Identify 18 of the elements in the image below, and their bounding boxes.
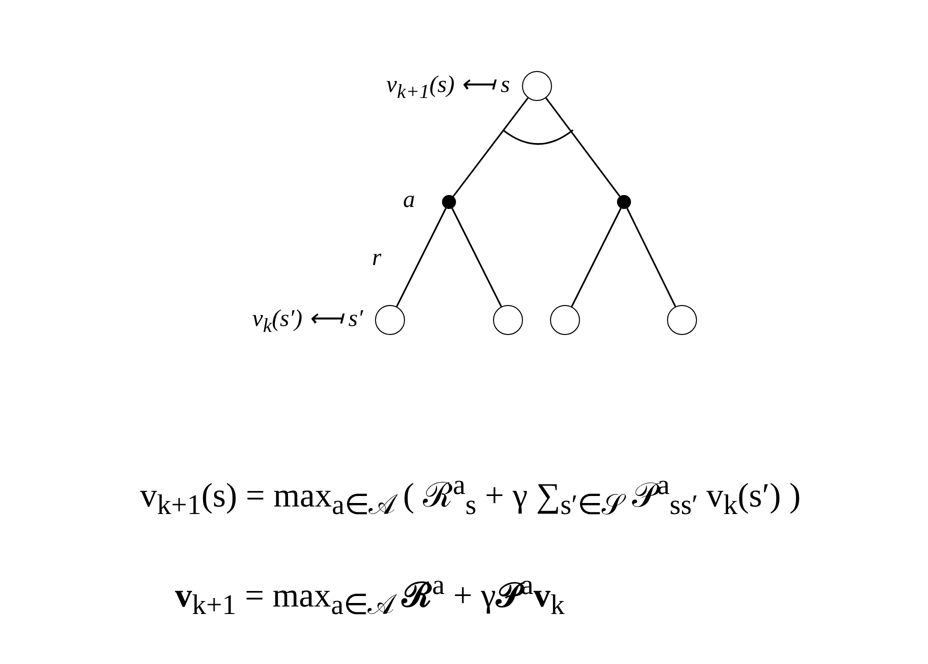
tree-branch-line: [451, 208, 502, 307]
action-dot: [617, 195, 631, 209]
action-dot: [442, 195, 456, 209]
reward-label: r: [372, 245, 382, 272]
tree-branch-line: [626, 208, 676, 307]
tree-branch-line: [396, 208, 447, 307]
circle-node: [522, 71, 552, 101]
state-value-label: v$_{k}$(s′) ⟻ s′: [252, 305, 363, 338]
circle-node: [667, 305, 697, 335]
circle-node: [550, 305, 580, 335]
tree-branch-line: [571, 208, 622, 307]
circle-node: [493, 305, 523, 335]
circle-node: [375, 305, 405, 335]
action-label: a: [403, 187, 415, 214]
tree-branch-line: [545, 98, 620, 197]
tree-branch-line: [452, 97, 529, 197]
state-value-label: v$_{k+1}$(s) ⟻ s: [386, 71, 510, 104]
bellman-matrix-equation: v$_{k+1}$ = max$_{a∈𝒜}$ ℛ$^{a}$ + γ𝒫$^{a}$v$_{k}$: [175, 570, 565, 622]
